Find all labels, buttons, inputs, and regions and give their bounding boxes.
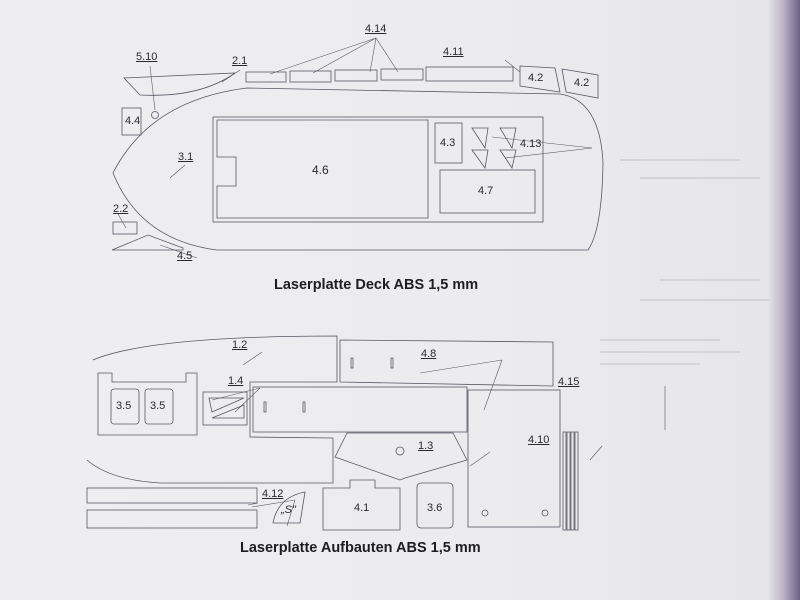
label-3-5: 3.5 — [150, 400, 166, 412]
part-4-13-b — [499, 127, 517, 150]
part-4-6 — [216, 119, 429, 219]
label-4-4: 4.4 — [125, 115, 141, 127]
part-3-5-b — [144, 388, 174, 425]
background-text-lines — [600, 159, 770, 365]
part-4-10-hole — [481, 509, 489, 517]
label-1-4: 1.4 — [228, 375, 244, 387]
label-4-2: 4.2 — [574, 77, 590, 89]
slots — [263, 357, 394, 413]
part-4-10 — [467, 389, 561, 528]
label-4-14: 4.14 — [365, 23, 387, 35]
label-4-15: 4.15 — [558, 376, 580, 388]
part-4-14-a — [245, 71, 287, 83]
label-1-3: 1.3 — [418, 440, 434, 452]
label-4-11: 4.11 — [443, 46, 464, 58]
part-2-2 — [112, 221, 138, 235]
part-4-2-a — [519, 65, 561, 93]
leader-lines-superstructure — [211, 351, 666, 527]
part-1-2 — [86, 335, 338, 484]
part-4-14-c — [334, 69, 378, 82]
label-4-8: 4.8 — [421, 348, 437, 360]
label-3-1: 3.1 — [178, 151, 194, 163]
label-4-12: 4.12 — [262, 488, 284, 500]
part-4-14-b — [289, 70, 332, 83]
leader-lines-deck — [117, 37, 593, 259]
label-4-6: 4.6 — [312, 163, 329, 177]
label-4-10: 4.10 — [528, 434, 550, 446]
label-s: „S" — [281, 504, 296, 516]
part-4-2-b — [561, 68, 599, 99]
part-1-3 — [334, 432, 468, 481]
part-4-13-d — [499, 149, 517, 170]
part-1-4-frame — [202, 391, 248, 426]
deck-cutout-frame — [212, 116, 544, 223]
label-4-1: 4.1 — [354, 502, 370, 514]
part-2-1 — [123, 72, 237, 96]
hull-deck — [112, 87, 604, 251]
part-4-13-c — [471, 149, 489, 170]
part-3-5-panel — [97, 372, 198, 436]
label-1-2: 1.2 — [232, 339, 248, 351]
part-4-3 — [434, 122, 463, 164]
part-4-5 — [111, 234, 184, 251]
label-4-5: 4.5 — [177, 250, 193, 262]
part-1-3-hole — [395, 446, 405, 456]
label-2-2: 2.2 — [113, 203, 129, 215]
part-1-4 — [208, 397, 245, 419]
part-4-14-d — [380, 68, 424, 81]
part-3-5-a — [110, 388, 140, 425]
part-4-15 — [562, 431, 579, 531]
label-4-7: 4.7 — [478, 185, 494, 197]
part-4-8-bottom — [252, 386, 468, 433]
deck-sheet-title: Laserplatte Deck ABS 1,5 mm — [274, 277, 479, 293]
label-4-3: 4.3 — [440, 137, 456, 149]
part-4-13-a — [471, 127, 489, 150]
label-2-1: 2.1 — [232, 55, 248, 67]
superstructure-sheet-title: Laserplatte Aufbauten ABS 1,5 mm — [240, 540, 481, 556]
part-4-12-a — [86, 487, 258, 504]
part-4-1 — [322, 479, 401, 531]
part-s — [272, 491, 306, 524]
part-4-12-b — [86, 509, 258, 529]
label-3-5: 3.5 — [116, 400, 132, 412]
part-4-7 — [439, 169, 536, 214]
part-4-10-hole — [541, 509, 549, 517]
label-5-10: 5.10 — [136, 51, 158, 63]
label-4-13: 4.13 — [520, 138, 542, 150]
label-4-2: 4.2 — [528, 72, 544, 84]
part-4-8-top — [339, 339, 554, 387]
label-3-6: 3.6 — [427, 502, 443, 514]
part-5-10 — [151, 111, 159, 119]
part-3-6 — [416, 482, 454, 529]
part-4-4 — [121, 107, 142, 136]
part-4-11 — [425, 66, 514, 82]
